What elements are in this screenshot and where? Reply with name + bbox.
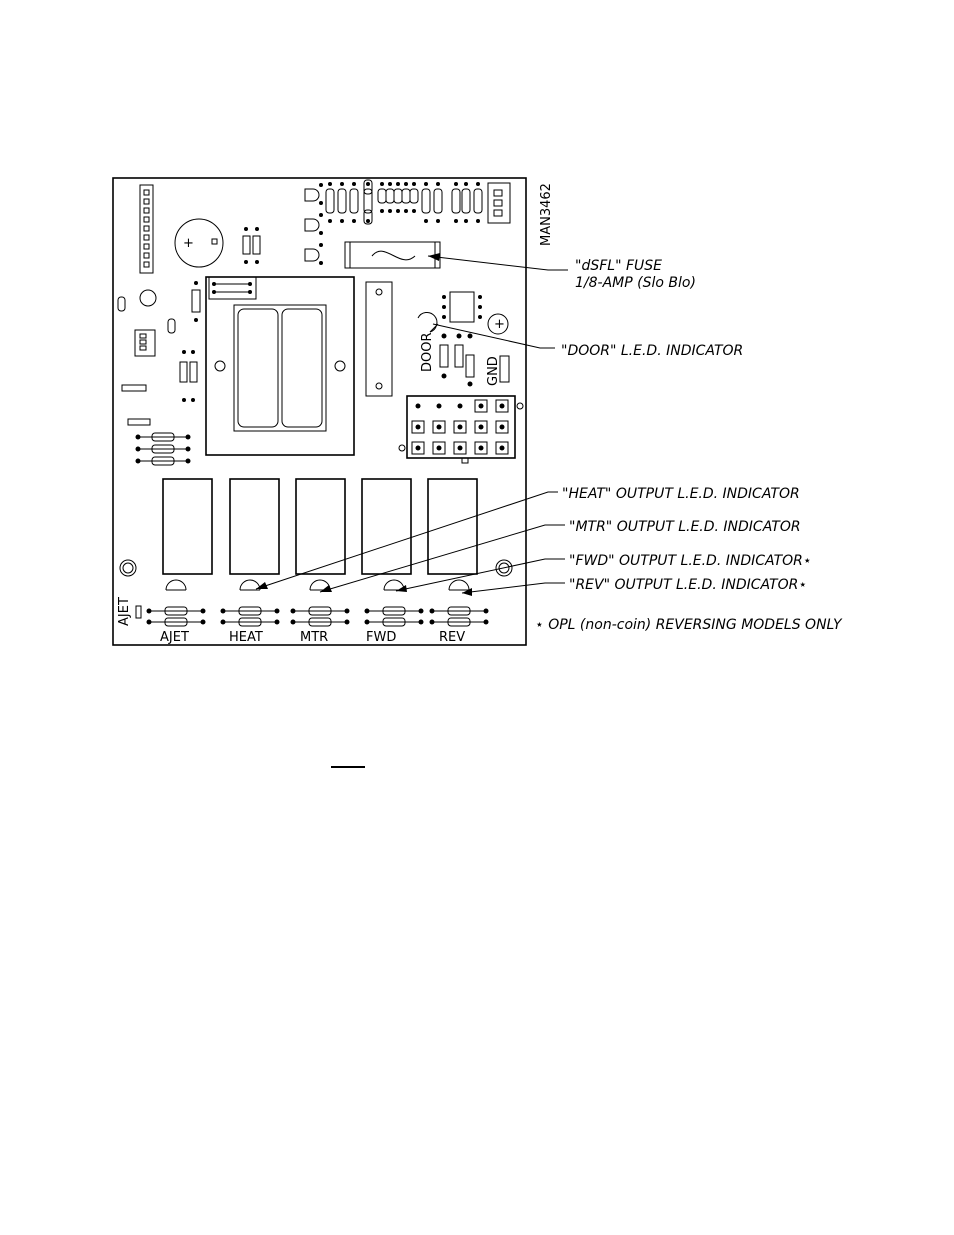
jumper-block	[209, 277, 256, 299]
resistor-left-vertical	[192, 281, 200, 322]
mounting-hole-left	[120, 560, 136, 576]
board-label-gnd: GND	[486, 356, 501, 386]
small-component-left	[118, 290, 175, 333]
drawing-number: MAN3462	[539, 183, 554, 246]
output-label-fwd: FWD	[366, 630, 396, 645]
resistor-bank-left	[136, 433, 191, 465]
resistor-column	[180, 350, 197, 402]
callout-door: "DOOR" L.E.D. INDICATOR	[561, 343, 743, 359]
output-label-mtr: MTR	[300, 630, 328, 645]
callout-heat: "HEAT" OUTPUT L.E.D. INDICATOR	[562, 486, 800, 502]
output-label-rev: REV	[439, 630, 465, 645]
callout-fuse-line2: 1/8-AMP (Slo Blo)	[575, 275, 696, 291]
main-connector-block	[399, 396, 523, 463]
small-rect-left-a	[122, 385, 146, 391]
transformer	[206, 277, 354, 455]
left-connector-strip	[140, 185, 153, 273]
callout-mtr: "MTR" OUTPUT L.E.D. INDICATOR	[569, 519, 801, 535]
callout-fwd: "FWD" OUTPUT L.E.D. INDICATOR⋆	[569, 553, 812, 569]
board-outline	[113, 178, 526, 645]
svg-text:+: +	[494, 317, 505, 332]
callout-fuse-line1: "dSFL" FUSE	[575, 258, 662, 274]
header-3pin-top-right	[488, 183, 510, 223]
small-rect-left-b	[128, 419, 150, 425]
board-label-ajet-side: AJET	[117, 597, 132, 626]
buzzer-component: +	[175, 219, 223, 267]
callout-footnote: ⋆ OPL (non-coin) REVERSING MODELS ONLY	[535, 617, 843, 633]
output-led-row	[147, 580, 489, 626]
svg-text:+: +	[183, 236, 194, 251]
output-label-ajet: AJET	[160, 630, 189, 645]
board-label-door: DOOR	[420, 332, 435, 372]
fuse-component	[345, 242, 440, 268]
header-4pin-left	[135, 330, 155, 356]
optocoupler-chip	[442, 292, 482, 322]
callout-rev: "REV" OUTPUT L.E.D. INDICATOR⋆	[569, 577, 807, 593]
top-component-row	[305, 180, 482, 265]
blank-underline	[331, 766, 365, 768]
door-led	[418, 312, 438, 332]
output-label-heat: HEAT	[229, 630, 263, 645]
resistor-pair-top	[243, 227, 260, 264]
capacitor-right: +	[488, 314, 508, 334]
vertical-slot-component	[366, 282, 392, 396]
